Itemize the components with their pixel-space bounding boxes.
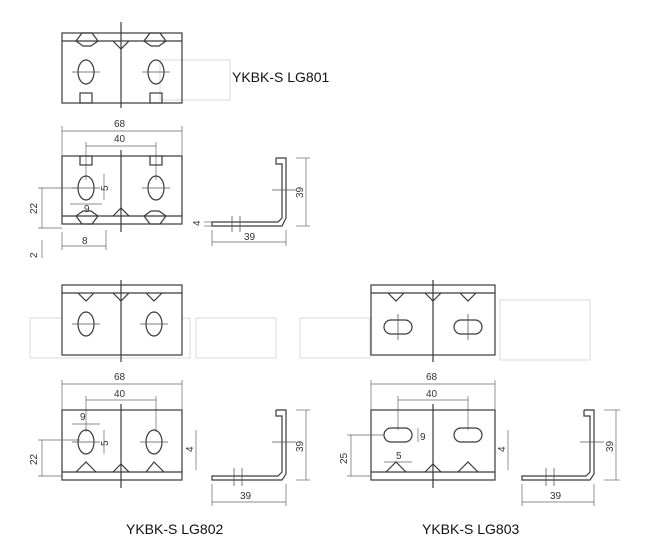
- lg801-dim-side-height: 39: [295, 186, 306, 198]
- lg802-drawing: 68 40 9 5 22: [29, 280, 310, 537]
- lg801-bottom-tab: [149, 92, 163, 104]
- lg801-dim-width: 68: [114, 119, 126, 130]
- lg803-dim-side-depth: 39: [550, 491, 562, 502]
- lg803-dim-thickness: 4: [497, 446, 508, 452]
- lg801-bottom-notch: [143, 210, 167, 225]
- lg803-side-view: 39 4 39: [497, 409, 620, 506]
- lg803-side-profile: [521, 409, 595, 481]
- lg802-ghost-mark: [195, 317, 277, 359]
- lg802-dim-slot-height: 5: [100, 440, 111, 446]
- lg802-dim-side-depth: 39: [240, 491, 252, 502]
- lg803-dim-width: 68: [426, 372, 438, 383]
- lg802-top-view: [61, 280, 183, 362]
- lg801-drawing: YKBK-S LG801 68 40: [29, 22, 329, 258]
- lg802-side-view: 39 4 39: [185, 409, 310, 506]
- lg803-front-slot: [453, 427, 483, 443]
- lg801-top-notch: [143, 32, 167, 47]
- lg801-dim-height: 22: [29, 202, 40, 214]
- lg802-front-outline: [61, 409, 183, 481]
- lg801-dim-edge-to-hole: 8: [82, 236, 88, 247]
- lg801-dim-bottom-offset: 2: [29, 252, 40, 258]
- lg803-front-view: 68 40 9 5 25: [339, 372, 496, 488]
- lg803-ghost-mark: [299, 317, 371, 359]
- lg801-dim-slot-width: 9: [84, 204, 90, 215]
- lg802-dim-hole-span: 40: [114, 389, 126, 400]
- lg802-dim-slot-width: 9: [80, 412, 86, 423]
- lg803-dim-slot-height: 9: [420, 432, 426, 443]
- lg801-side-profile: [211, 157, 287, 227]
- lg803-dim-hole-span: 40: [426, 389, 438, 400]
- lg802-dim-side-height: 39: [295, 440, 306, 452]
- lg801-side-view: 39 4 39: [192, 157, 310, 246]
- lg801-top-tab: [79, 155, 93, 166]
- lg802-dim-width: 68: [114, 372, 126, 383]
- lg802-dim-thickness: 4: [185, 446, 196, 452]
- lg801-dim-thickness: 4: [192, 220, 203, 226]
- lg801-front-outline: [61, 155, 183, 225]
- lg802-side-profile: [211, 409, 287, 481]
- lg803-ghost-mark: [499, 299, 591, 361]
- lg801-title: YKBK-S LG801: [232, 69, 329, 85]
- lg801-top-tab: [149, 155, 163, 166]
- lg803-dim-height: 25: [339, 452, 350, 464]
- lg801-front-view: 68 40 5 9: [29, 119, 183, 258]
- lg803-title: YKBK-S LG803: [422, 521, 519, 537]
- lg803-dim-side-height: 39: [605, 440, 616, 452]
- lg801-top-notch: [75, 32, 99, 47]
- lg803-front-slot: [383, 427, 413, 443]
- lg803-drawing: 68 40 9 5 25: [299, 280, 620, 537]
- lg801-ghost-mark: [159, 59, 231, 101]
- lg801-top-outline: [61, 32, 183, 104]
- lg802-dim-height: 22: [29, 453, 40, 465]
- lg803-top-view: [370, 280, 496, 362]
- lg801-dim-slot-height: 5: [100, 185, 111, 191]
- lg802-front-view: 68 40 9 5 22: [29, 372, 183, 488]
- lg801-bottom-notch: [75, 210, 99, 225]
- lg801-bottom-tab: [79, 92, 93, 104]
- lg801-dim-hole-span: 40: [114, 134, 126, 145]
- lg802-title: YKBK-S LG802: [126, 521, 223, 537]
- lg801-dim-side-depth: 39: [244, 232, 256, 243]
- lg803-dim-slot-offset: 5: [396, 451, 402, 462]
- lg801-top-view: [61, 22, 183, 108]
